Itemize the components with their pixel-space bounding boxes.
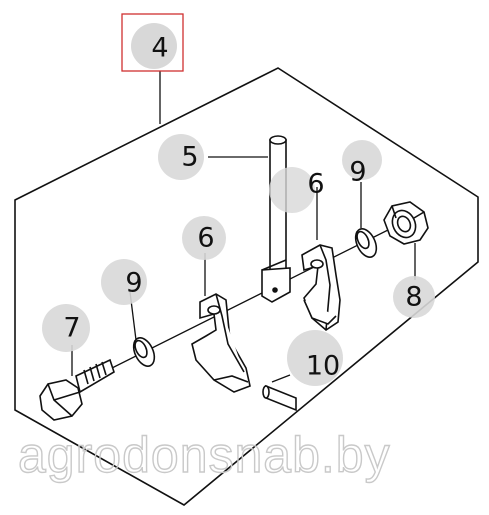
- flange-nut: [383, 201, 429, 245]
- hex-bolt: [39, 358, 115, 421]
- washer-left: [132, 337, 156, 367]
- callout-6-left[interactable]: 6: [182, 216, 226, 260]
- callout-5[interactable]: 5: [158, 134, 204, 180]
- callout-6-left-label: 6: [197, 223, 214, 254]
- callout-9-left[interactable]: 9: [101, 259, 147, 305]
- callout-10[interactable]: 10: [287, 330, 343, 386]
- callout-8[interactable]: 8: [393, 276, 435, 318]
- callout-5-label: 5: [181, 142, 198, 173]
- assembly-outline: [14, 67, 479, 506]
- callout-9-right-label: 9: [349, 157, 366, 188]
- callout-6-right-label: 6: [307, 169, 324, 200]
- callout-8-label: 8: [405, 282, 422, 313]
- leader-lines: [71, 156, 416, 383]
- lever-bracket-left: [191, 293, 251, 393]
- lever-bracket-right: [301, 244, 341, 332]
- callout-7[interactable]: 7: [42, 304, 90, 352]
- callout-9-right[interactable]: 9: [342, 140, 382, 188]
- watermark-text: agrodonsnab.by: [18, 427, 391, 483]
- callout-6-right[interactable]: 6: [269, 167, 325, 213]
- washer-right: [354, 228, 378, 258]
- rod-part: [261, 135, 291, 303]
- pin-part: [262, 384, 297, 412]
- callout-4-circle[interactable]: [131, 23, 177, 69]
- assembly-highlight-box[interactable]: [121, 13, 184, 72]
- callout-4-label: 4: [151, 33, 168, 64]
- callout-9-left-label: 9: [125, 268, 142, 299]
- callout-10-label: 10: [306, 351, 340, 382]
- callout-7-label: 7: [63, 313, 80, 344]
